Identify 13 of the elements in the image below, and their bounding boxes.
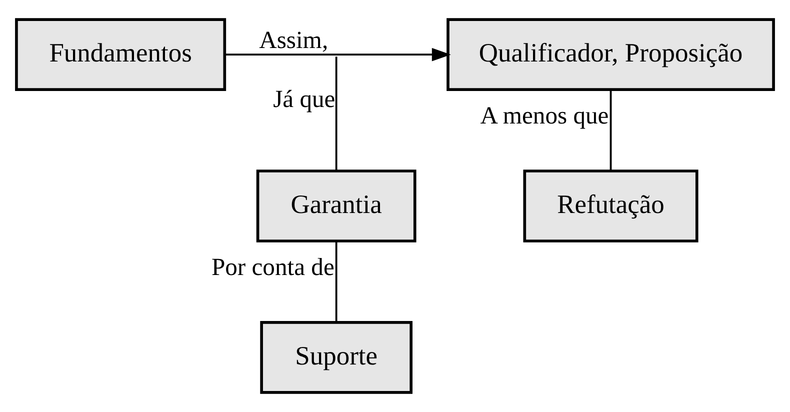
arrow (224, 48, 451, 62)
edge-label: Por conta de (211, 254, 334, 281)
node-box: Garantia (256, 170, 416, 242)
connector (610, 90, 612, 171)
node-box: Qualificador, Proposição (446, 18, 775, 92)
edge-label: A menos que (480, 102, 609, 130)
connector (335, 56, 338, 171)
edge-label: Assim, (259, 26, 328, 54)
node-box: Suporte (260, 320, 412, 394)
node-box: Refutação (523, 170, 698, 242)
node-box: Fundamentos (15, 18, 226, 92)
edge-label: Já que (273, 86, 336, 113)
connector (335, 241, 338, 322)
